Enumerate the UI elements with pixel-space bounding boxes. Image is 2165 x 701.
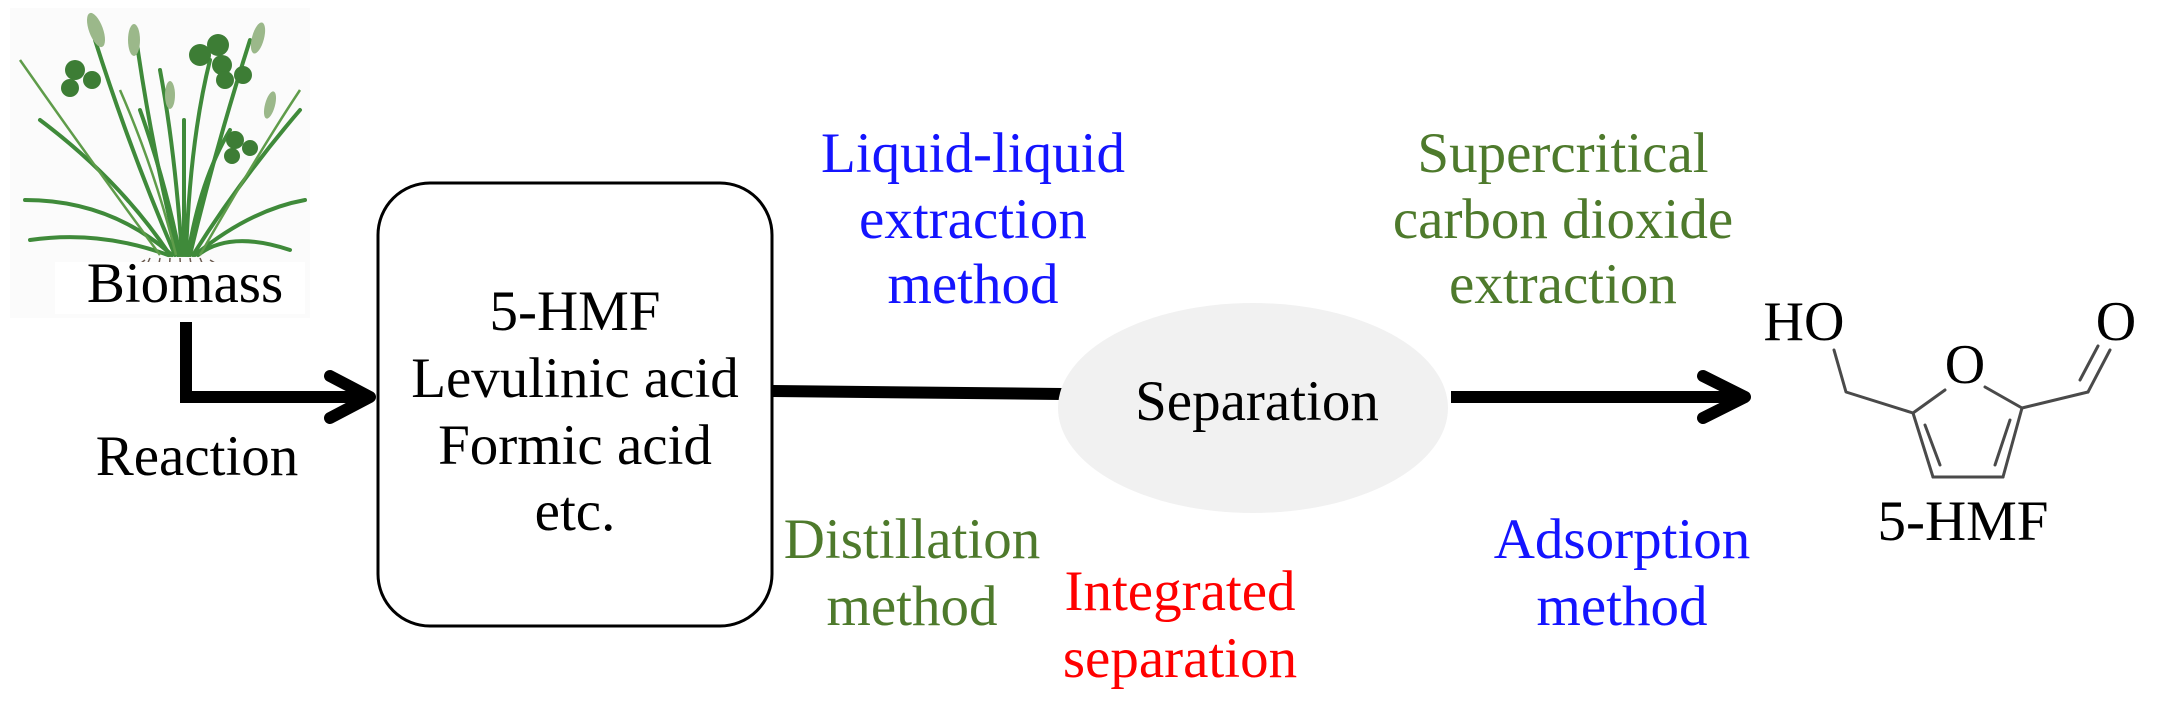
product-line: Levulinic acid (411, 347, 739, 410)
method-line: Adsorption (1494, 508, 1751, 571)
arrowhead-icon (324, 370, 376, 424)
method-adsorption: Adsorption method (1494, 508, 1751, 638)
connector-line (772, 385, 1063, 400)
separation-node (1058, 303, 1448, 513)
bond (1911, 411, 1935, 479)
method-integrated: Integrated separation (1063, 560, 1297, 690)
method-supercritical-co2: Supercritical carbon dioxide extraction (1393, 122, 1733, 316)
label-background (55, 262, 305, 314)
method-line: method (827, 575, 998, 638)
method-line: Supercritical (1417, 122, 1708, 185)
method-line: separation (1063, 627, 1297, 690)
double-bond (2078, 344, 2100, 382)
method-line: Liquid-liquid (821, 122, 1125, 185)
method-line: Distillation (784, 508, 1041, 571)
reaction-arrow (180, 322, 376, 424)
method-distillation: Distillation method (784, 508, 1041, 638)
biomass-label: Biomass (87, 252, 283, 315)
method-line: method (888, 253, 1059, 316)
product-box-text: 5-HMF Levulinic acid Formic acid etc. (411, 280, 739, 543)
double-bond (1993, 418, 2012, 467)
product-line: Formic acid (438, 414, 712, 477)
double-bond (1923, 423, 1942, 467)
bond (2001, 406, 2024, 479)
hmf-structure-icon: HO O O (1764, 291, 2136, 479)
bond (2086, 348, 2112, 394)
product-arrow (1451, 370, 1751, 424)
grass-plant-icon (10, 8, 310, 318)
target-name-label: 5-HMF (1877, 490, 2048, 553)
product-box (376, 181, 774, 628)
bond (1832, 348, 1915, 415)
separation-label: Separation (1135, 370, 1379, 433)
method-line: extraction (1449, 253, 1677, 316)
bond (1911, 388, 1947, 415)
arrowhead-icon (1697, 370, 1751, 424)
product-line: etc. (535, 480, 616, 543)
method-liquid-liquid: Liquid-liquid extraction method (821, 122, 1125, 316)
method-line: Integrated (1064, 560, 1295, 623)
reaction-label: Reaction (96, 425, 299, 488)
bond (2020, 390, 2090, 410)
method-line: carbon dioxide (1393, 188, 1733, 251)
method-line: method (1537, 575, 1708, 638)
ring-oxygen-label: O (1945, 334, 1985, 396)
hydroxyl-label: HO (1764, 291, 1845, 353)
bond (1983, 385, 2024, 410)
carbonyl-oxygen-label: O (2096, 291, 2136, 353)
product-line: 5-HMF (489, 280, 660, 343)
method-line: extraction (859, 188, 1087, 251)
